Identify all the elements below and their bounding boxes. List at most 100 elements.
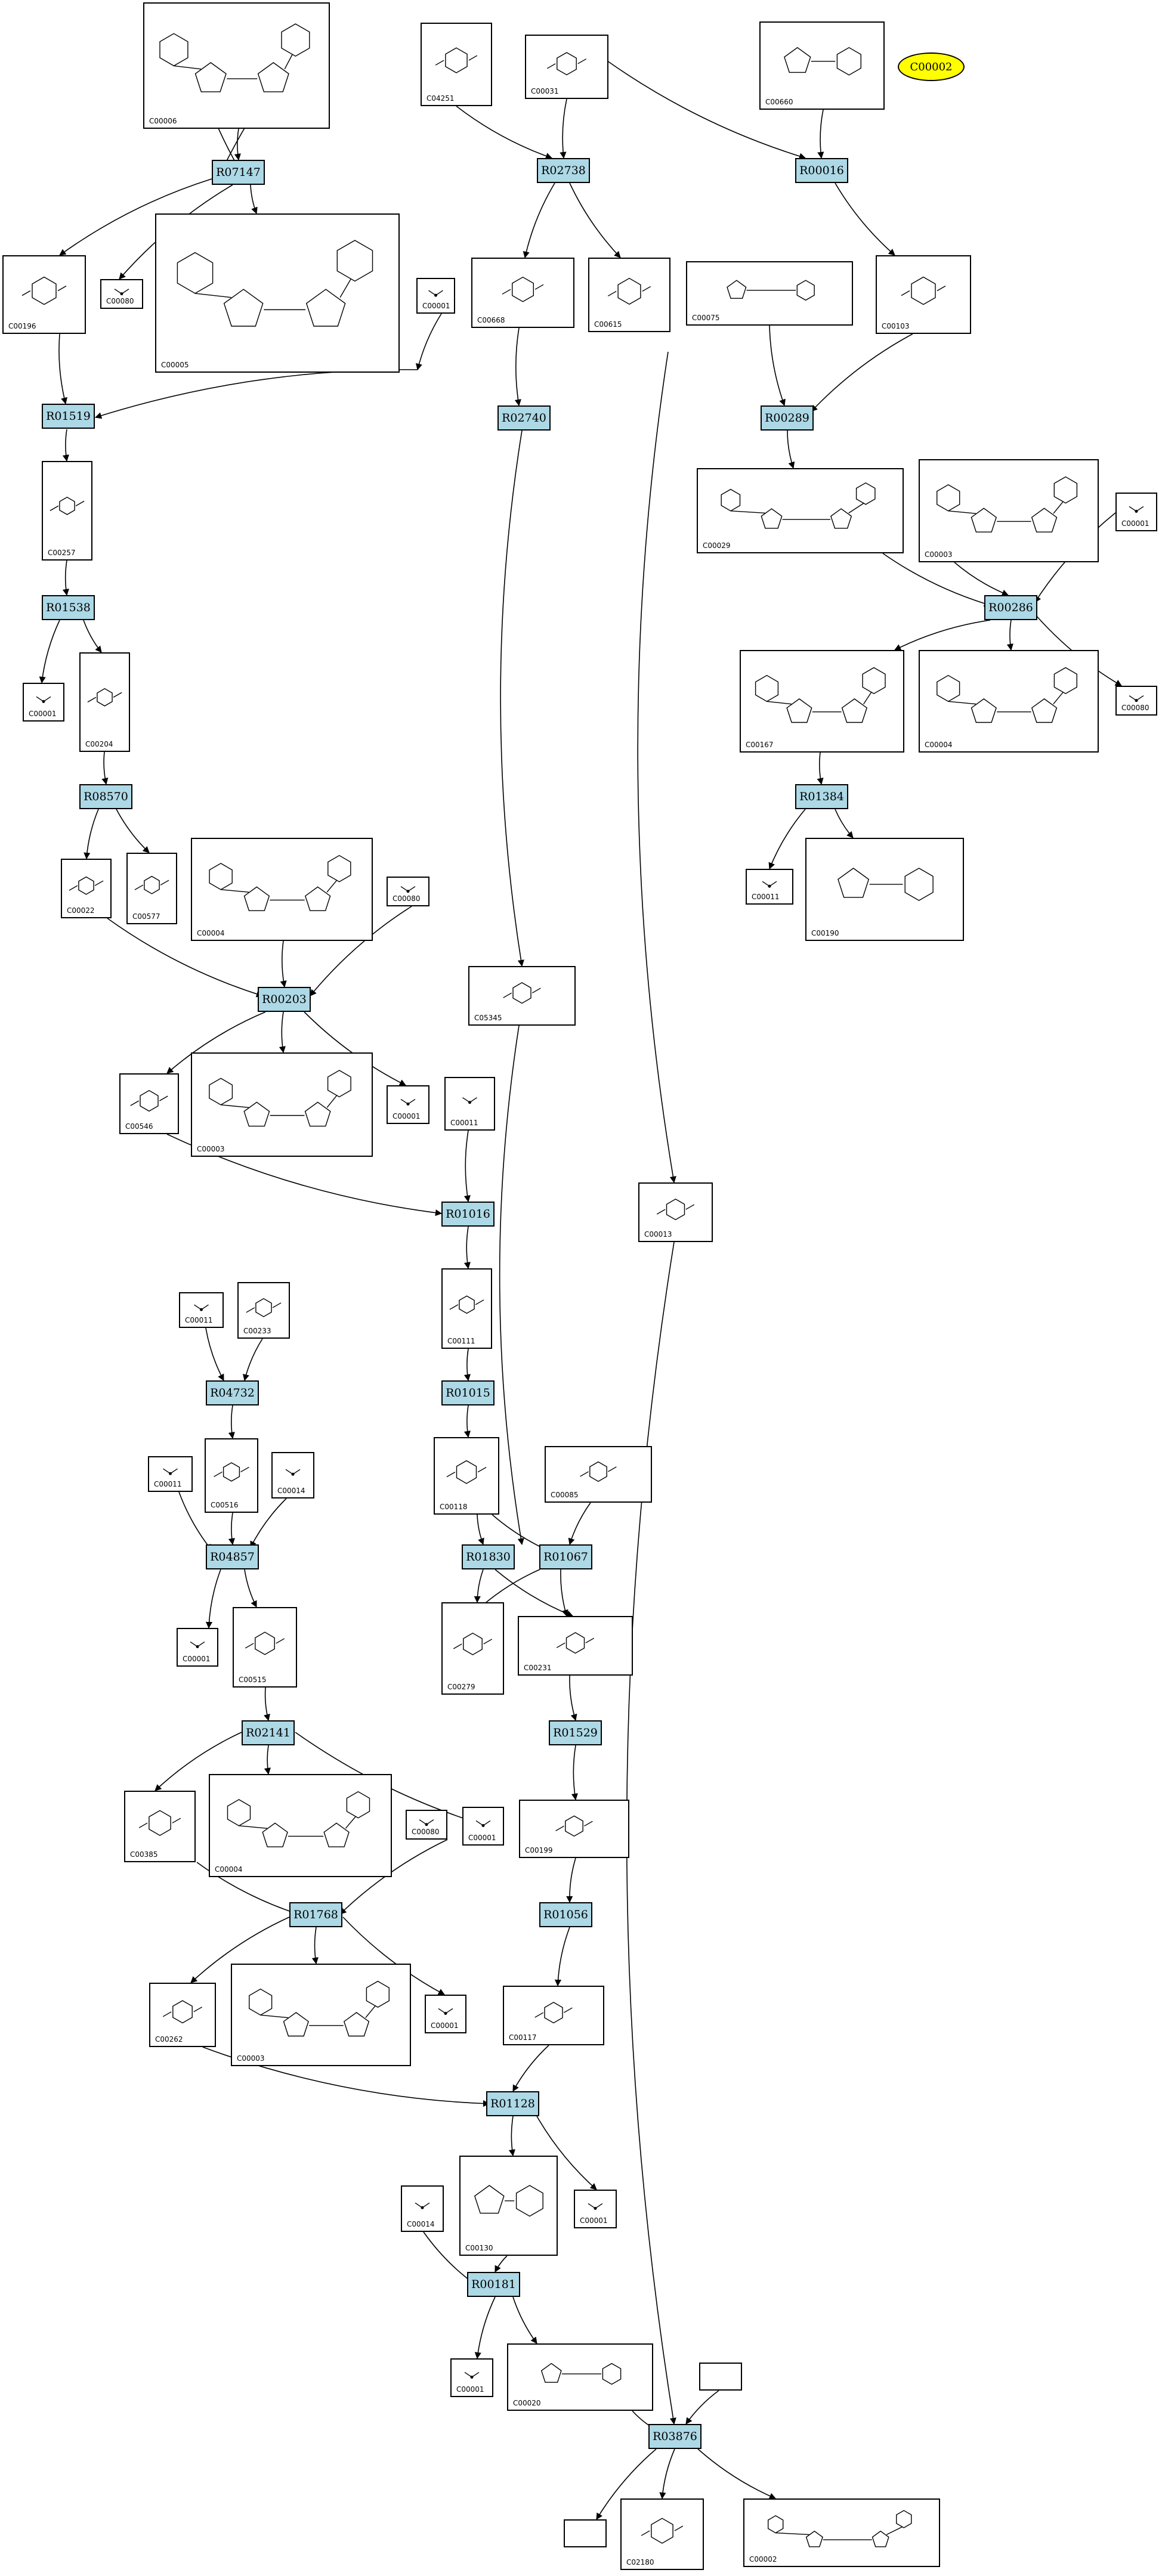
compound-box[interactable]: C00080 (387, 877, 429, 906)
reaction-R04732[interactable]: R04732 (206, 1380, 259, 1405)
compound-box[interactable]: C00515 (233, 1607, 297, 1688)
compound-box[interactable]: C00130 (459, 2156, 558, 2256)
compound-box[interactable]: C00196 (2, 255, 86, 334)
compound-id: C00516 (211, 1501, 239, 1509)
compound-box[interactable]: C00080 (1115, 686, 1157, 716)
compound-id: C05345 (474, 1014, 502, 1022)
compound-box[interactable]: C00011 (179, 1292, 224, 1328)
reaction-R01067[interactable]: R01067 (539, 1544, 592, 1569)
compound-box[interactable]: C00103 (876, 255, 971, 334)
compound-box[interactable]: C04251 (421, 23, 492, 106)
compound-box[interactable]: C00516 (205, 1438, 258, 1513)
compound-box[interactable]: C02180 (620, 2498, 704, 2570)
compound-box[interactable]: C00014 (271, 1452, 314, 1498)
compound-box[interactable]: C00231 (518, 1616, 633, 1676)
compound-box[interactable]: C00660 (759, 21, 885, 110)
compound-box[interactable]: C00003 (231, 1964, 411, 2066)
compound-box[interactable]: C00085 (545, 1446, 652, 1503)
compound-id: C00004 (215, 1865, 243, 1874)
reaction-R01529[interactable]: R01529 (549, 1720, 602, 1745)
compound-id: C00196 (8, 322, 36, 330)
compound-box[interactable]: C00004 (191, 838, 373, 941)
compound-box[interactable]: C00003 (919, 459, 1099, 562)
compound-id: C00029 (703, 541, 731, 550)
compound-box[interactable]: C00111 (441, 1268, 492, 1349)
reaction-R01384[interactable]: R01384 (795, 784, 848, 809)
compound-box[interactable]: C00001 (416, 278, 455, 314)
compound-box[interactable]: C00075 (686, 261, 853, 326)
compound-box[interactable]: C00013 (638, 1182, 713, 1242)
compound-box[interactable]: C00022 (61, 859, 112, 918)
compound-box[interactable]: C00011 (148, 1456, 193, 1492)
compound-box[interactable]: C00031 (525, 35, 608, 99)
compound-box[interactable]: C00001 (177, 1628, 218, 1667)
compound-box[interactable]: C00005 (155, 213, 400, 373)
structure-sketch (428, 290, 443, 297)
compound-box[interactable]: C00004 (209, 1774, 392, 1877)
compound-box[interactable]: C05345 (468, 966, 576, 1026)
compound-box[interactable]: C00385 (124, 1791, 196, 1862)
compound-box[interactable]: C00014 (401, 2185, 444, 2232)
compound-box[interactable]: C00011 (444, 1077, 495, 1131)
reaction-R08570[interactable]: R08570 (79, 784, 132, 809)
reaction-R01768[interactable]: R01768 (289, 1902, 342, 1927)
compound-box[interactable]: C00080 (406, 1810, 447, 1840)
reaction-R01128[interactable]: R01128 (486, 2091, 539, 2116)
reaction-R01015[interactable]: R01015 (441, 1380, 495, 1405)
compound-id: C00001 (580, 2216, 608, 2225)
compound-box[interactable]: C00118 (434, 1437, 499, 1515)
reaction-R00203[interactable]: R00203 (258, 987, 311, 1012)
reaction-R02740[interactable]: R02740 (497, 405, 551, 431)
compound-box[interactable]: C00262 (149, 1983, 216, 2047)
reaction-R03876[interactable]: R03876 (648, 2424, 701, 2449)
compound-box[interactable]: C00615 (588, 258, 670, 332)
reaction-R07147[interactable]: R07147 (212, 160, 265, 185)
empty-compound-box[interactable] (564, 2519, 607, 2547)
reaction-R01519[interactable]: R01519 (42, 404, 95, 429)
compound-box[interactable]: C00167 (740, 650, 904, 753)
compound-box[interactable]: C00001 (23, 683, 64, 722)
edge-arrow (62, 429, 69, 462)
compound-box[interactable]: C00546 (119, 1073, 179, 1134)
compound-box[interactable]: C00003 (191, 1052, 373, 1157)
reaction-R02738[interactable]: R02738 (537, 158, 590, 183)
compound-box[interactable]: C00279 (441, 1602, 504, 1695)
compound-box[interactable]: C00117 (503, 1986, 604, 2045)
reaction-R00286[interactable]: R00286 (984, 595, 1037, 620)
empty-compound-box[interactable] (699, 2363, 742, 2391)
compound-box[interactable]: C00002 (743, 2498, 940, 2567)
compound-box[interactable]: C00001 (387, 1085, 429, 1124)
reaction-R02141[interactable]: R02141 (242, 1720, 295, 1745)
highlighted-compound-C00002[interactable]: C00002 (898, 52, 965, 81)
compound-box[interactable]: C00004 (919, 650, 1099, 753)
reaction-R04857[interactable]: R04857 (206, 1544, 259, 1569)
compound-box[interactable]: C00001 (462, 1807, 504, 1846)
compound-box[interactable]: C00011 (746, 869, 793, 905)
compound-box[interactable]: C00204 (79, 652, 130, 752)
compound-box[interactable]: C00577 (126, 853, 177, 924)
compound-box[interactable]: C00257 (42, 461, 92, 561)
compound-box[interactable]: C00029 (697, 468, 904, 553)
edge-arrow (1006, 620, 1013, 651)
compound-box[interactable]: C00001 (1115, 493, 1157, 531)
compound-box[interactable]: C00080 (100, 279, 143, 309)
reaction-label: R01016 (446, 1208, 490, 1221)
compound-box[interactable]: C00001 (574, 2190, 617, 2228)
compound-box[interactable]: C00199 (519, 1800, 629, 1858)
reaction-R00016[interactable]: R00016 (795, 158, 848, 183)
reaction-R01830[interactable]: R01830 (462, 1544, 515, 1569)
reaction-R01056[interactable]: R01056 (539, 1902, 592, 1927)
reaction-R00181[interactable]: R00181 (467, 2272, 520, 2297)
compound-box[interactable]: C00020 (507, 2343, 653, 2411)
reaction-R01538[interactable]: R01538 (42, 595, 95, 620)
compound-box[interactable]: C00233 (237, 1282, 290, 1339)
compound-box[interactable]: C00001 (425, 1995, 466, 2033)
compound-box[interactable]: C00668 (471, 258, 574, 328)
structure-sketch (134, 875, 169, 894)
reaction-R00289[interactable]: R00289 (761, 405, 814, 431)
compound-box[interactable]: C00006 (143, 2, 330, 129)
compound-box[interactable]: C00001 (450, 2358, 493, 2397)
structure-sketch (415, 2202, 430, 2209)
reaction-R01016[interactable]: R01016 (441, 1202, 495, 1227)
compound-box[interactable]: C00190 (805, 838, 964, 941)
